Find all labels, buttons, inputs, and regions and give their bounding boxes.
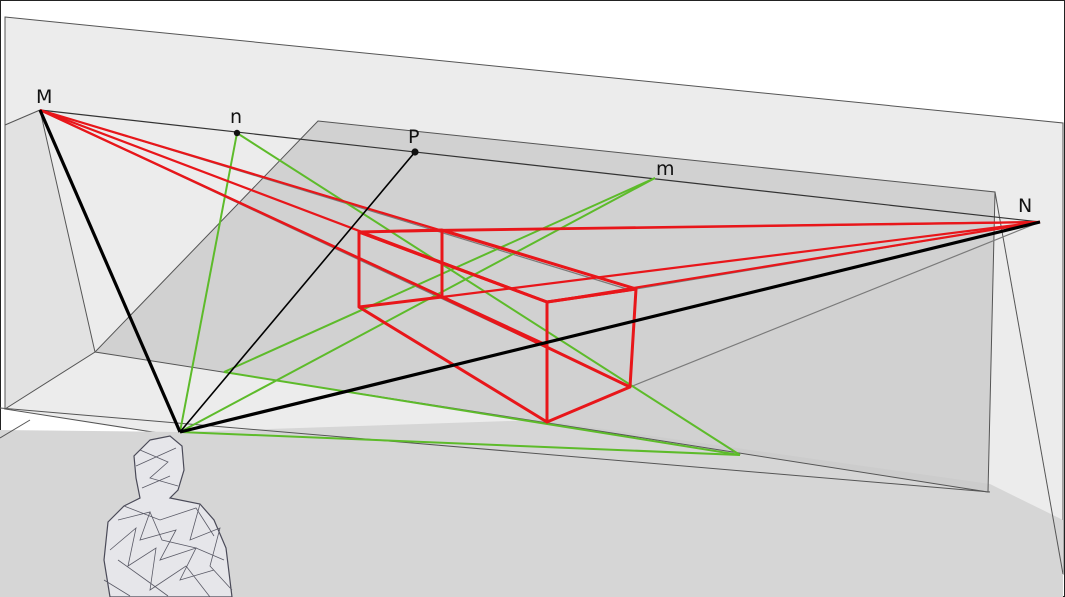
plane-edge-right: [994, 191, 1064, 575]
point-markers: [233, 129, 419, 156]
side-plane: [4, 109, 96, 410]
green-construction-lines: [179, 132, 741, 456]
label-m: m: [656, 158, 675, 180]
ground-plane: [0, 420, 1063, 597]
label-N: N: [1018, 195, 1032, 217]
label-n: n: [230, 106, 242, 128]
horizon-line: [39, 109, 1041, 223]
red-box: [357, 228, 638, 424]
label-P: P: [408, 126, 419, 148]
black-lines: [38, 109, 1041, 434]
wireframe-human-figure-icon: [103, 435, 233, 597]
ground-edge: [0, 407, 991, 493]
ground-edge-left: [0, 419, 31, 439]
horizontal-plane: [93, 120, 996, 493]
label-M: M: [36, 86, 52, 108]
